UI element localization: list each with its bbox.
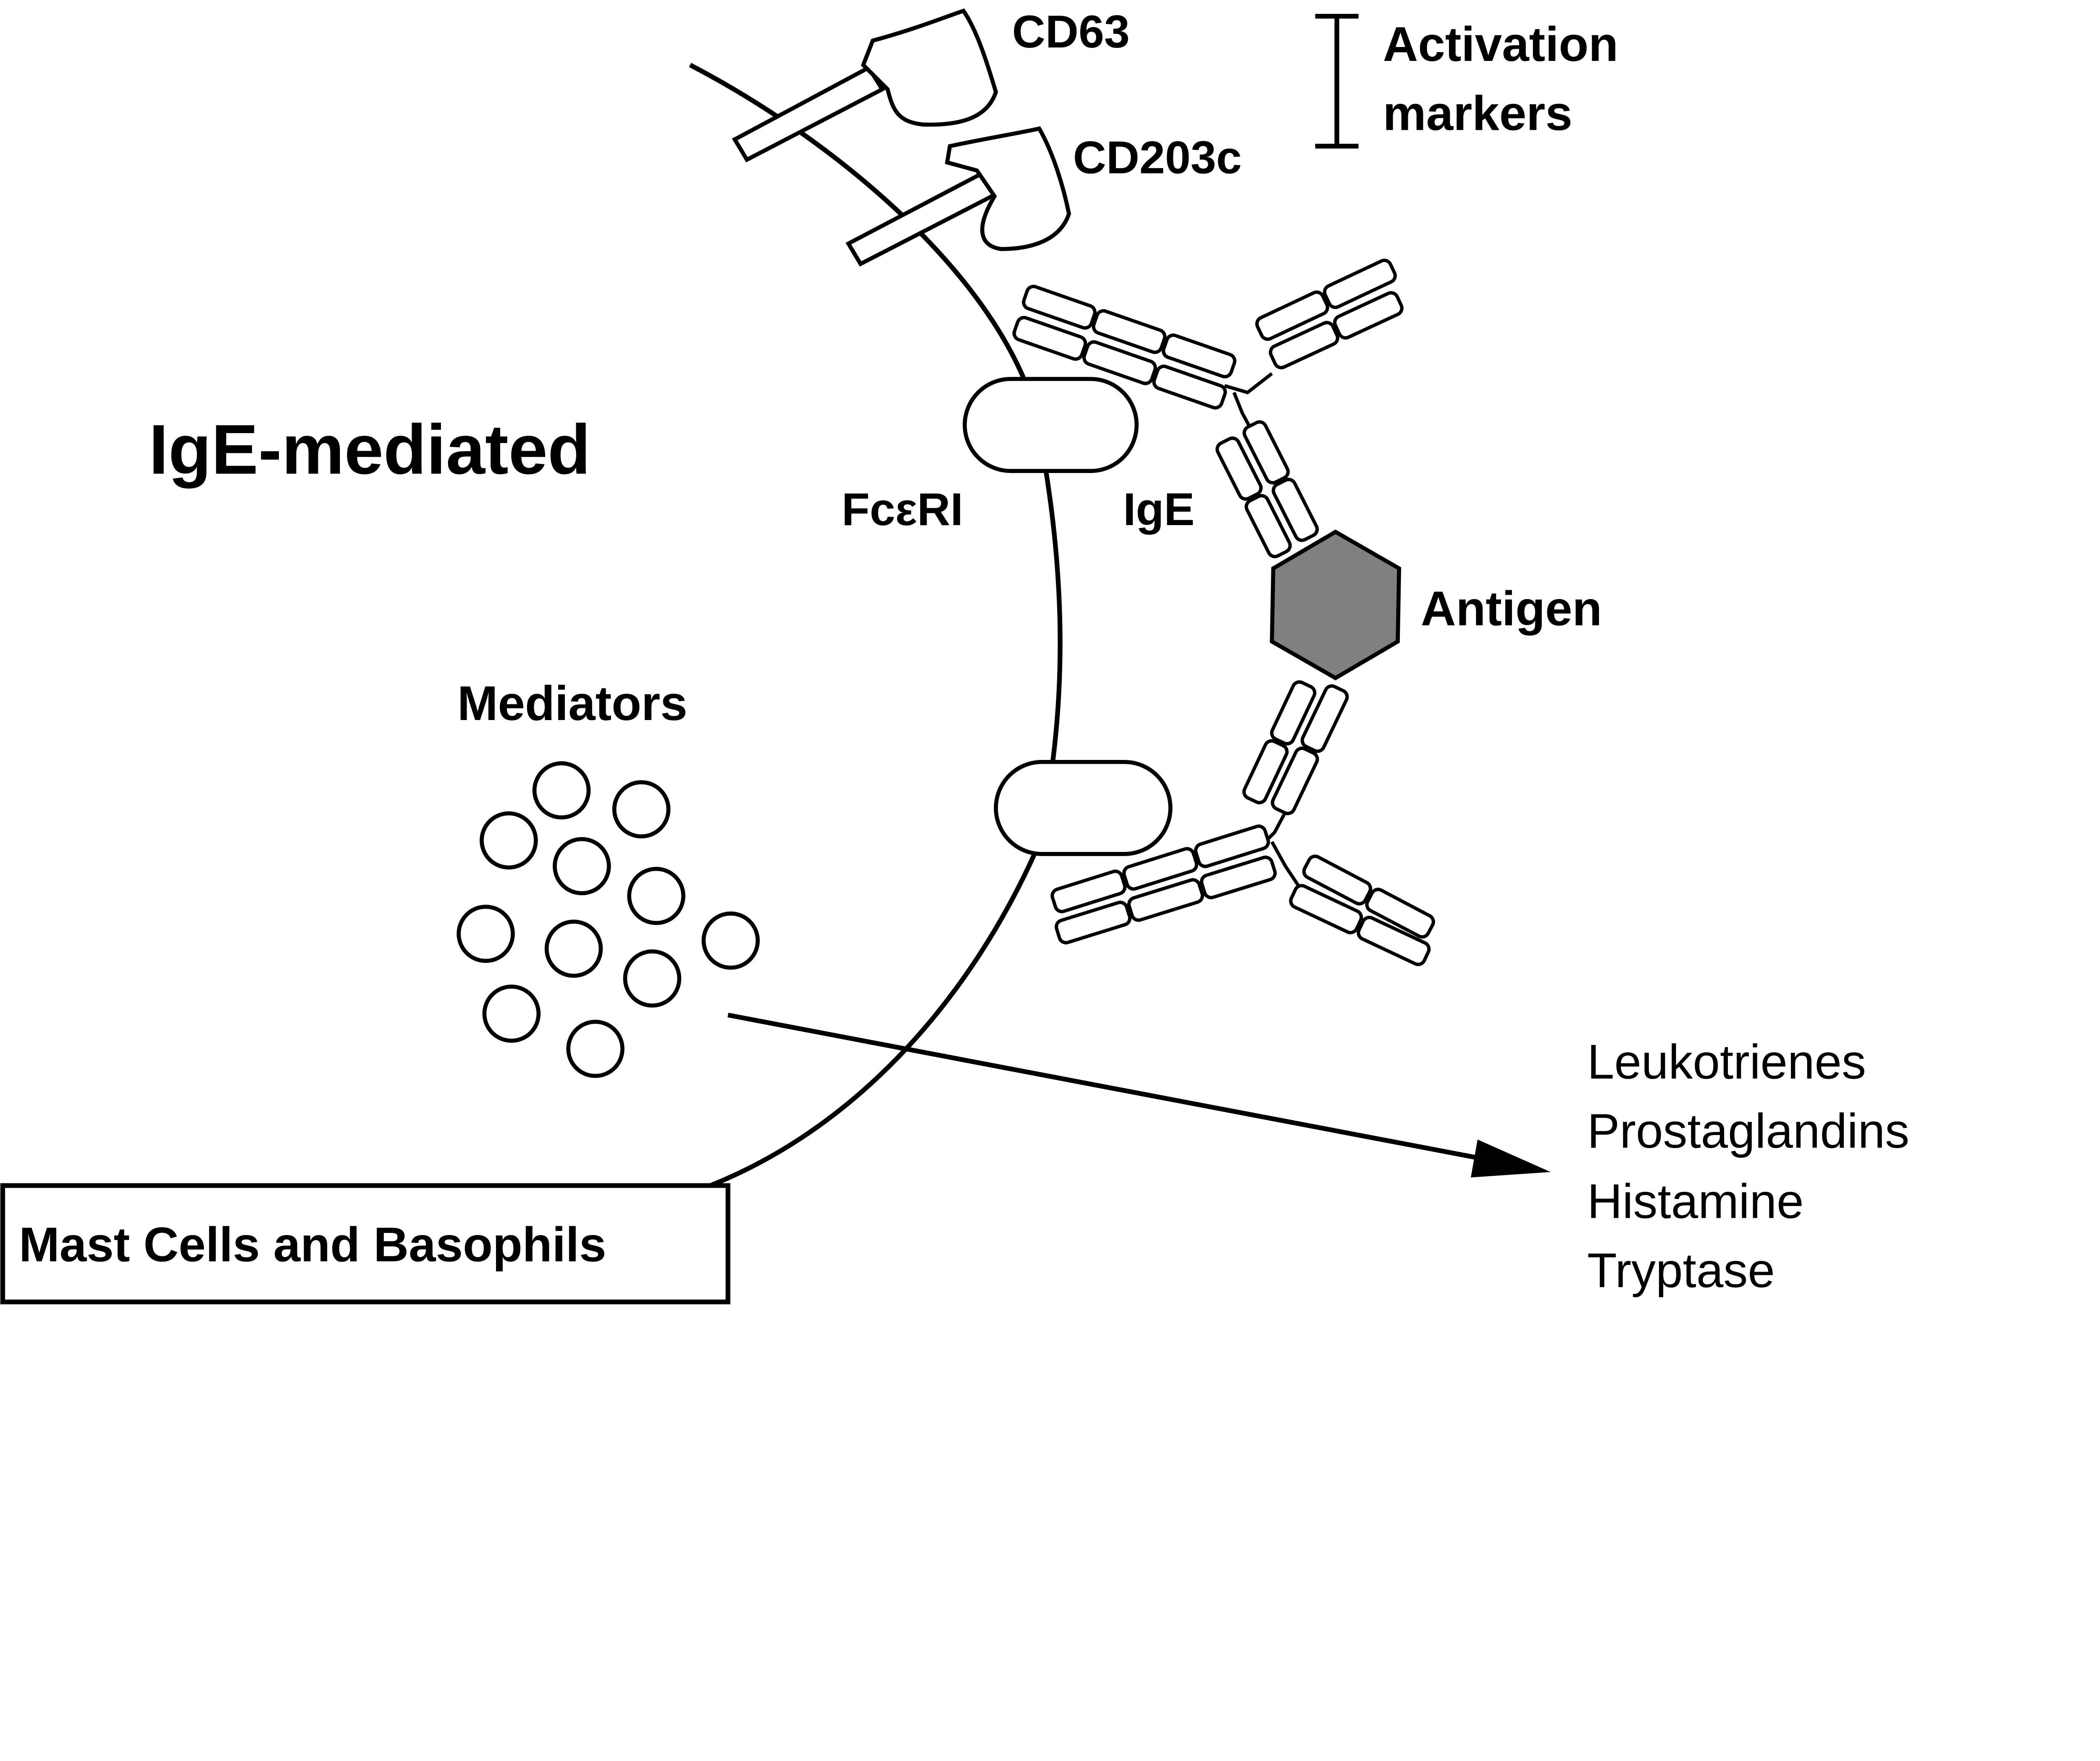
ige-domain (1194, 824, 1270, 868)
antibody-label: IgE (1123, 484, 1194, 535)
ige-domain (1357, 915, 1431, 966)
mediator-item: Histamine (1587, 1174, 1804, 1228)
fceri-receptor-bottom (994, 760, 1173, 856)
ige-hinge (1270, 841, 1301, 888)
cd63-label: CD63 (1012, 6, 1130, 58)
mediator-granule (612, 780, 671, 838)
fceri-receptor-top (963, 377, 1139, 473)
ige-domain (1244, 494, 1292, 558)
ige-domain (1082, 340, 1157, 385)
cd63-marker (732, 8, 998, 163)
release-arrow (727, 1012, 1551, 1178)
ige-domain (1365, 888, 1435, 939)
ige-domain (1302, 854, 1372, 906)
mediator-granule (532, 761, 591, 820)
mediators-label: Mediators (457, 676, 688, 731)
mediator-granule (544, 920, 603, 978)
ige-domain (1242, 420, 1290, 485)
ige-domain (1050, 870, 1127, 913)
ige-domain (1055, 901, 1132, 945)
page-title: IgE-mediated (149, 410, 591, 489)
mediator-granule (566, 1020, 625, 1078)
mediator-granule (480, 811, 538, 870)
cd203c-marker (845, 126, 1071, 267)
ige-antibodies (1012, 258, 1435, 966)
receptor-label: FcεRI (842, 484, 963, 535)
activation-markers-label-line1: Activation (1383, 17, 1619, 71)
ige-domain (1270, 746, 1319, 815)
ige-domain (1215, 436, 1263, 501)
ige-domain (1242, 739, 1289, 804)
activation-markers-label-line2: markers (1383, 86, 1572, 140)
ige-hinge (1232, 392, 1253, 431)
activation-markers-bracket (1315, 14, 1359, 149)
mediator-granule (627, 867, 685, 925)
ige-domain (1012, 315, 1087, 361)
ige-domain (1092, 309, 1167, 354)
mediator-item: Tryptase (1587, 1243, 1775, 1298)
ige-mediated-diagram: CD63 CD203c Activation markers IgE-media… (0, 6, 1909, 1304)
ige-domain (1323, 258, 1397, 309)
cell-type-label: Mast Cells and Basophils (19, 1217, 606, 1272)
mediator-granule (553, 837, 611, 896)
ige-domain (1289, 884, 1363, 935)
mediator-granule (701, 911, 760, 970)
mediator-granule (623, 949, 682, 1008)
ige-domain (1270, 680, 1317, 746)
mediator-item: Leukotrienes (1587, 1035, 1866, 1089)
ige-domain (1200, 855, 1277, 899)
mediator-granule (482, 984, 541, 1043)
ige-domain (1255, 290, 1329, 341)
ige-hinge (1224, 372, 1273, 394)
ige-domain (1333, 291, 1404, 340)
ige-domain (1269, 321, 1339, 370)
ige-domain (1300, 684, 1349, 753)
ige-domain (1152, 364, 1227, 410)
cd203c-label: CD203c (1073, 132, 1242, 183)
ige-domain (1127, 878, 1204, 922)
mediator-granule (457, 904, 515, 963)
cell-type-box (0, 1183, 730, 1304)
antigen-hexagon (1270, 529, 1402, 681)
ige-domain (1022, 284, 1097, 330)
ige-domain (1162, 333, 1236, 378)
cell-membrane (689, 63, 1063, 1188)
mediator-item: Prostaglandins (1587, 1104, 1909, 1158)
antigen-label: Antigen (1421, 581, 1602, 636)
ige-domain (1271, 478, 1319, 542)
ige-domain (1122, 847, 1199, 891)
mediator-granules (457, 761, 760, 1078)
